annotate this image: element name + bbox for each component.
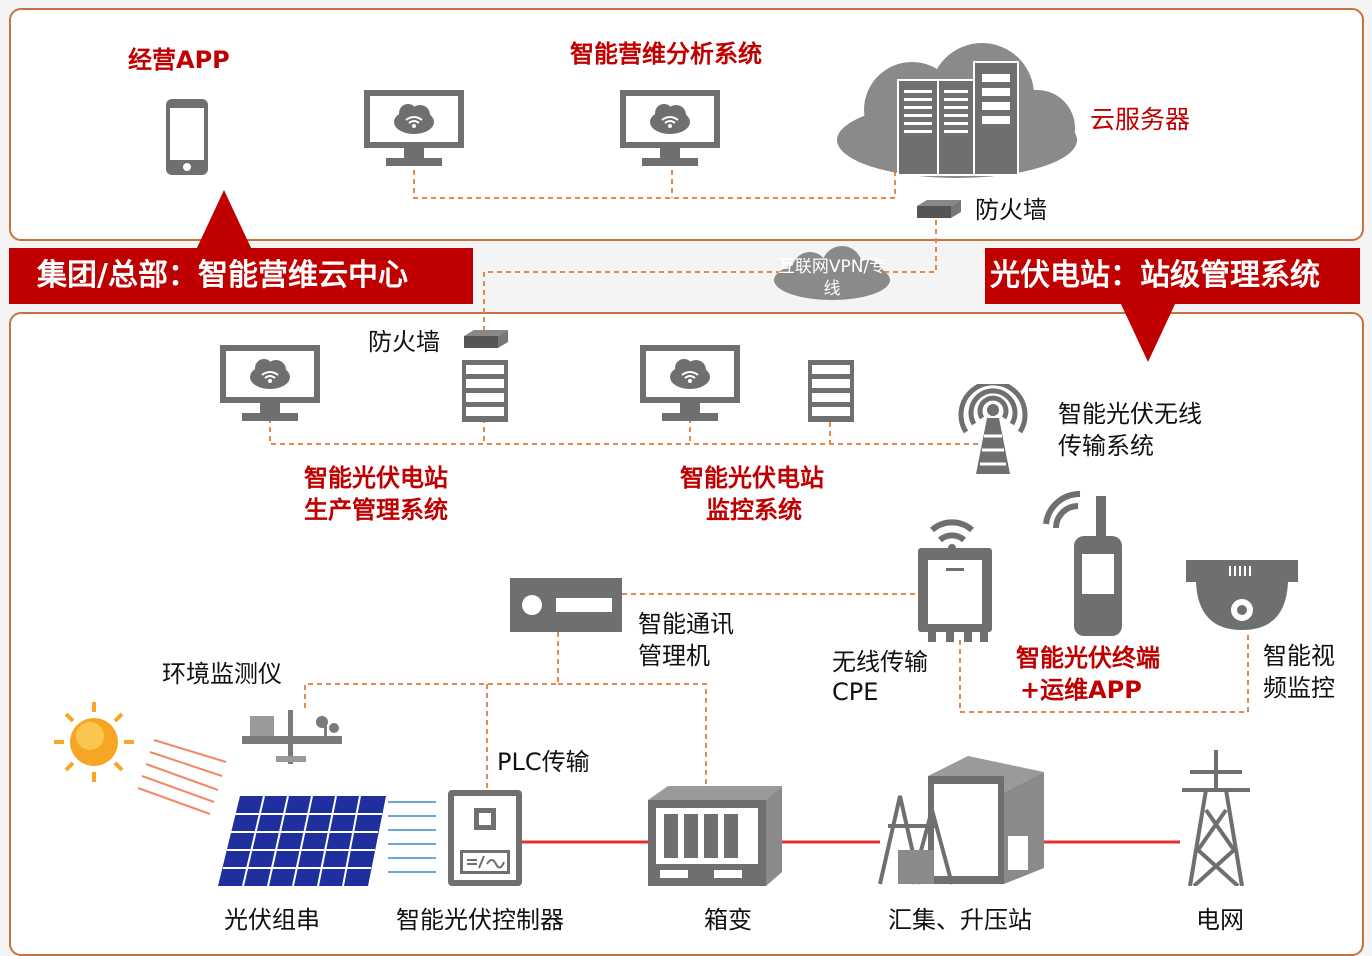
grid-label: 电网 — [1196, 906, 1244, 934]
pv-controller-icon — [448, 790, 522, 886]
terminal-label-2: +运维APP — [1020, 676, 1142, 704]
cloud-center-banner: 集团/总部：智能营维云中心 — [9, 248, 473, 304]
cloud-server-label: 云服务器 — [1090, 105, 1191, 134]
monitor-icon — [220, 345, 320, 421]
power-tower-icon — [1182, 750, 1250, 886]
analysis-system-label: 智能营维分析系统 — [570, 40, 762, 68]
phone-icon — [166, 99, 208, 175]
comm-machine-label-1: 智能通讯 — [638, 610, 734, 638]
cloud-server-icon — [837, 43, 1077, 178]
prod-system-label-2: 生产管理系统 — [304, 496, 448, 524]
comm-machine-icon — [510, 578, 622, 632]
up-arrow-icon — [196, 190, 252, 250]
sun-icon — [54, 702, 134, 782]
box-transformer-label: 箱变 — [704, 906, 752, 934]
server-icon — [462, 360, 508, 422]
box-transformer-icon — [648, 786, 782, 886]
app-label: 经营APP — [128, 46, 230, 74]
wireless-system-label-2: 传输系统 — [1058, 432, 1154, 460]
cpe-label-2: CPE — [832, 678, 879, 706]
top-firewall-label: 防火墙 — [975, 196, 1047, 224]
wireless-tower-icon — [958, 384, 1028, 474]
monitor-icon — [620, 90, 720, 166]
comm-machine-label-2: 管理机 — [638, 642, 710, 670]
plc-label: PLC传输 — [497, 748, 590, 776]
substation-label: 汇集、升压站 — [888, 906, 1032, 934]
cpe-icon — [918, 519, 992, 642]
video-label-2: 频监控 — [1263, 674, 1335, 702]
station-firewall-label: 防火墙 — [368, 328, 440, 356]
vpn-label: 互联网VPN/专线 — [777, 257, 887, 299]
monitor-icon — [640, 345, 740, 421]
wireless-system-label-1: 智能光伏无线 — [1058, 400, 1202, 428]
connector-lines — [269, 170, 1249, 873]
substation-icon — [878, 756, 1044, 885]
sun-rays-icon — [137, 739, 227, 815]
weather-station-icon — [242, 710, 342, 764]
terminal-label-1: 智能光伏终端 — [1016, 644, 1160, 672]
env-monitor-label: 环境监测仪 — [162, 660, 282, 688]
monitor-system-label-1: 智能光伏电站 — [680, 464, 824, 492]
station-banner: 光伏电站：站级管理系统 — [985, 248, 1360, 304]
solar-panel-icon — [218, 796, 386, 886]
firewall-icon — [464, 330, 508, 348]
cpe-label-1: 无线传输 — [832, 648, 928, 676]
monitor-system-label-2: 监控系统 — [706, 496, 802, 524]
pv-controller-label: 智能光伏控制器 — [396, 906, 564, 934]
vpn-cloud-icon — [774, 246, 890, 300]
monitor-icon — [364, 90, 464, 166]
pv-string-label: 光伏组串 — [224, 906, 320, 934]
firewall-icon — [917, 200, 961, 218]
server-icon — [808, 360, 854, 422]
prod-system-label-1: 智能光伏电站 — [304, 464, 448, 492]
handheld-terminal-icon — [1043, 490, 1122, 636]
dome-camera-icon — [1186, 560, 1298, 630]
video-label-1: 智能视 — [1263, 642, 1335, 670]
down-arrow-icon — [1120, 302, 1176, 362]
